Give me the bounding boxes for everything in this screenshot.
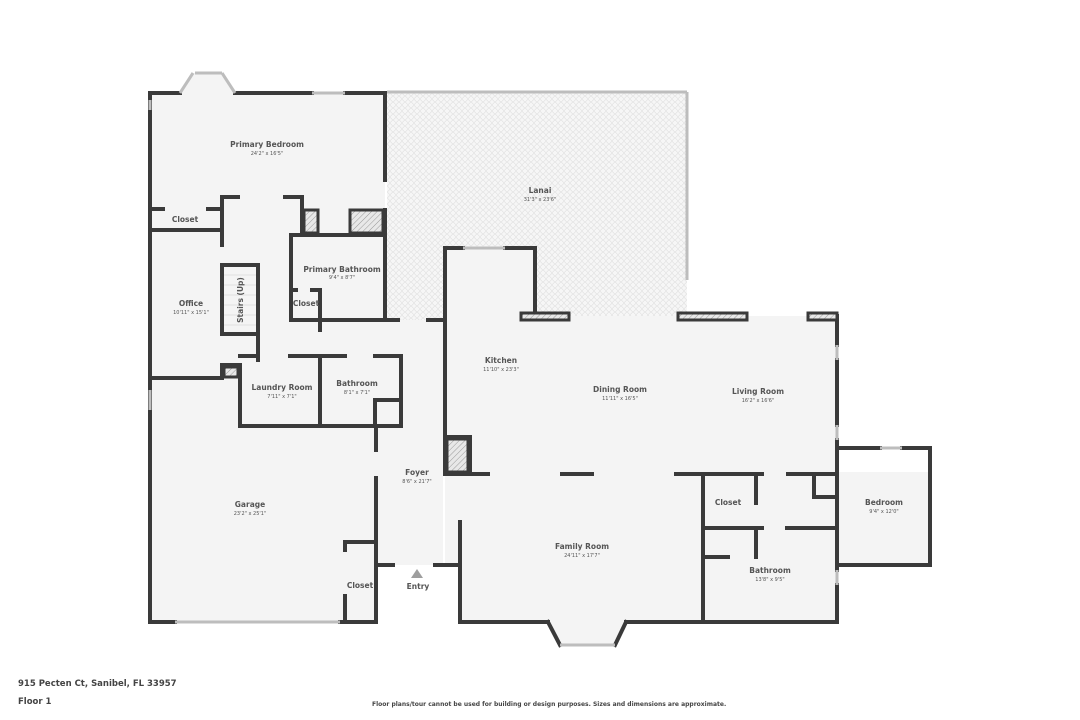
room-living-room: Living Room bbox=[732, 387, 784, 396]
room-entry: Entry bbox=[407, 582, 430, 591]
room-garage: Garage bbox=[235, 500, 265, 509]
walls bbox=[148, 91, 932, 648]
room-bedroom: Bedroom bbox=[865, 498, 903, 507]
room-primary-bedroom: Primary Bedroom bbox=[230, 140, 304, 149]
dim-living-room: 16'2" x 16'6" bbox=[742, 398, 775, 404]
dim-garage: 23'2" x 25'1" bbox=[234, 511, 267, 517]
room-primary-bathroom: Primary Bathroom bbox=[303, 265, 381, 274]
dim-bathroom-1: 8'1" x 7'1" bbox=[344, 390, 370, 396]
room-laundry-room: Laundry Room bbox=[252, 383, 313, 392]
room-closet-garage: Closet bbox=[347, 581, 374, 590]
dim-laundry-room: 7'11" x 7'1" bbox=[267, 394, 296, 400]
dim-foyer: 8'6" x 21'7" bbox=[402, 479, 431, 485]
room-labels: Primary Bedroom 24'2" x 16'5" Lanai 31'3… bbox=[172, 140, 903, 591]
dim-kitchen: 11'10" x 23'3" bbox=[483, 367, 519, 373]
room-bathroom-2: Bathroom bbox=[749, 566, 791, 575]
room-dining-room: Dining Room bbox=[593, 385, 647, 394]
room-office: Office bbox=[179, 299, 203, 308]
dim-primary-bathroom: 9'4" x 8'7" bbox=[329, 275, 355, 281]
property-address: 915 Pecten Ct, Sanibel, FL 33957 bbox=[18, 679, 177, 689]
dim-lanai: 31'3" x 23'6" bbox=[524, 197, 557, 203]
entry-arrow-icon bbox=[411, 569, 423, 578]
room-lanai: Lanai bbox=[529, 186, 552, 195]
floor-label: Floor 1 bbox=[18, 697, 52, 707]
dim-bedroom: 9'4" x 12'0" bbox=[869, 509, 898, 515]
stairs-treads bbox=[224, 274, 256, 326]
dim-office: 10'11" x 15'1" bbox=[173, 310, 209, 316]
room-closet-hall: Closet bbox=[715, 498, 742, 507]
dim-family-room: 24'11" x 17'7" bbox=[564, 553, 600, 559]
room-kitchen: Kitchen bbox=[485, 356, 517, 365]
floor-fills bbox=[150, 73, 930, 645]
hatched-fixtures bbox=[222, 208, 839, 474]
dim-primary-bedroom: 24'2" x 16'5" bbox=[251, 151, 284, 157]
room-family-room: Family Room bbox=[555, 542, 609, 551]
windows bbox=[148, 71, 902, 647]
disclaimer-text: Floor plans/tour cannot be used for buil… bbox=[372, 701, 727, 708]
dim-bathroom-2: 13'8" x 9'5" bbox=[755, 577, 784, 583]
room-stairs: Stairs (Up) bbox=[236, 277, 245, 323]
dim-dining-room: 11'11" x 16'5" bbox=[602, 396, 638, 402]
room-closet-primary: Closet bbox=[172, 215, 199, 224]
room-closet-bath: Closet bbox=[293, 299, 320, 308]
room-bathroom-1: Bathroom bbox=[336, 379, 378, 388]
room-foyer: Foyer bbox=[405, 468, 429, 477]
